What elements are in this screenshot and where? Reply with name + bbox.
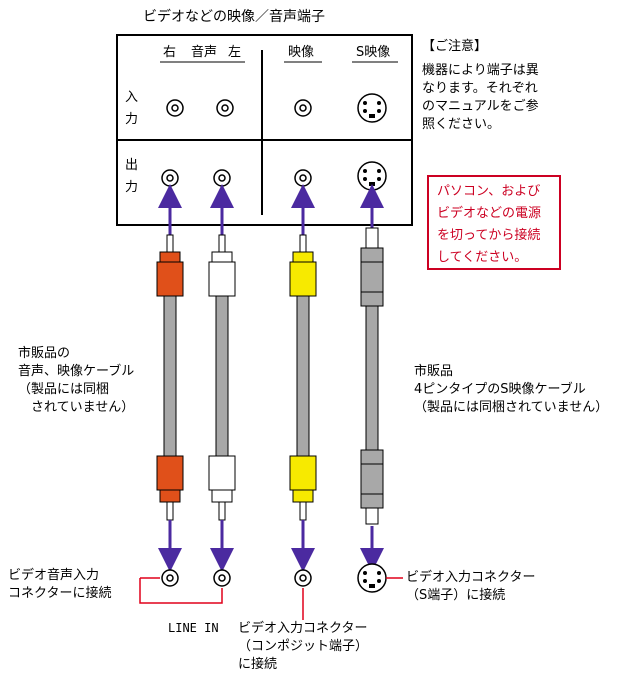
line-in-label: LINE IN <box>168 621 219 635</box>
target-jack-svideo <box>357 563 387 593</box>
audio-bracket <box>139 577 223 604</box>
target-jack-audio-right <box>161 569 179 587</box>
audio-input-label: ビデオ音声入力 コネクターに接続 <box>8 567 111 603</box>
caution-line: 照ください。 <box>422 117 501 132</box>
video-input-line: に接続 <box>238 657 278 672</box>
jack-output-video <box>294 169 312 187</box>
jack-input-audio-left <box>216 99 234 117</box>
row-label-input-1: 入 <box>125 90 139 105</box>
left-cable-line: 音声、映像ケーブル <box>18 364 135 379</box>
jack-input-audio-right <box>166 99 184 117</box>
jack-output-audio-right <box>161 169 179 187</box>
left-cable-label: 市販品の 音声、映像ケーブル （製品には同梱 されていません） <box>18 345 134 417</box>
rca-cable-white <box>208 234 236 521</box>
audio-input-line: コネクターに接続 <box>8 586 112 601</box>
col-label-svideo: S映像 <box>356 45 391 60</box>
warning-line: パソコン、および <box>437 184 541 199</box>
row-label-input-2: 力 <box>125 112 139 127</box>
row-label-output-2: 力 <box>125 180 139 195</box>
col-label-left: 左 <box>228 45 242 60</box>
rca-cable-yellow <box>289 234 317 521</box>
left-cable-line: 市販品の <box>18 346 71 361</box>
jack-input-svideo <box>357 93 387 123</box>
arrows-to-panel <box>158 184 384 240</box>
warning-line: ビデオなどの電源 <box>437 206 542 221</box>
right-cable-line: 4ピンタイプのS映像ケーブル <box>414 382 586 397</box>
video-input-label: ビデオ入力コネクター （コンポジット端子） に接続 <box>238 620 368 674</box>
caution-note: 【ご注意】 機器により端子は異 なります。それぞれ のマニュアルをご参 照くださ… <box>422 38 539 134</box>
target-jack-video <box>294 569 312 587</box>
caution-line: なります。それぞれ <box>422 81 538 96</box>
video-input-line: （コンポジット端子） <box>238 639 369 654</box>
col-label-audio: 音声 <box>191 45 218 60</box>
svideo-input-line: ビデオ入力コネクター <box>406 570 536 585</box>
right-cable-label: 市販品 4ピンタイプのS映像ケーブル （製品には同梱されていません） <box>414 363 608 417</box>
col-label-right: 右 <box>163 45 177 60</box>
left-cable-line: されていません） <box>18 400 135 415</box>
svideo-input-label: ビデオ入力コネクター （S端子）に接続 <box>406 569 535 605</box>
device-panel <box>116 34 413 226</box>
warning-line: を切ってから接続 <box>437 228 541 243</box>
svideo-input-line: （S端子）に接続 <box>406 588 506 603</box>
warning-box: パソコン、および ビデオなどの電源 を切ってから接続 してください。 <box>427 175 561 270</box>
caution-line: 機器により端子は異 <box>422 63 539 78</box>
audio-input-line: ビデオ音声入力 <box>8 568 100 583</box>
target-jack-audio-left <box>213 569 231 587</box>
arrows-to-device <box>158 520 384 572</box>
caution-heading: 【ご注意】 <box>422 39 488 54</box>
jack-output-svideo <box>357 161 387 191</box>
right-cable-line: 市販品 <box>414 364 454 379</box>
panel-title: ビデオなどの映像／音声端子 <box>143 9 325 25</box>
rca-cable-red <box>156 234 184 521</box>
jack-input-video <box>294 99 312 117</box>
row-label-output-1: 出 <box>125 158 139 173</box>
svideo-cable <box>360 227 384 525</box>
video-input-line: ビデオ入力コネクター <box>238 621 368 636</box>
right-cable-line: （製品には同梱されていません） <box>414 400 609 415</box>
jack-output-audio-left <box>213 169 231 187</box>
warning-line: してください。 <box>437 250 528 265</box>
caution-line: のマニュアルをご参 <box>422 99 539 114</box>
col-label-video: 映像 <box>288 45 315 60</box>
left-cable-line: （製品には同梱 <box>18 382 110 397</box>
